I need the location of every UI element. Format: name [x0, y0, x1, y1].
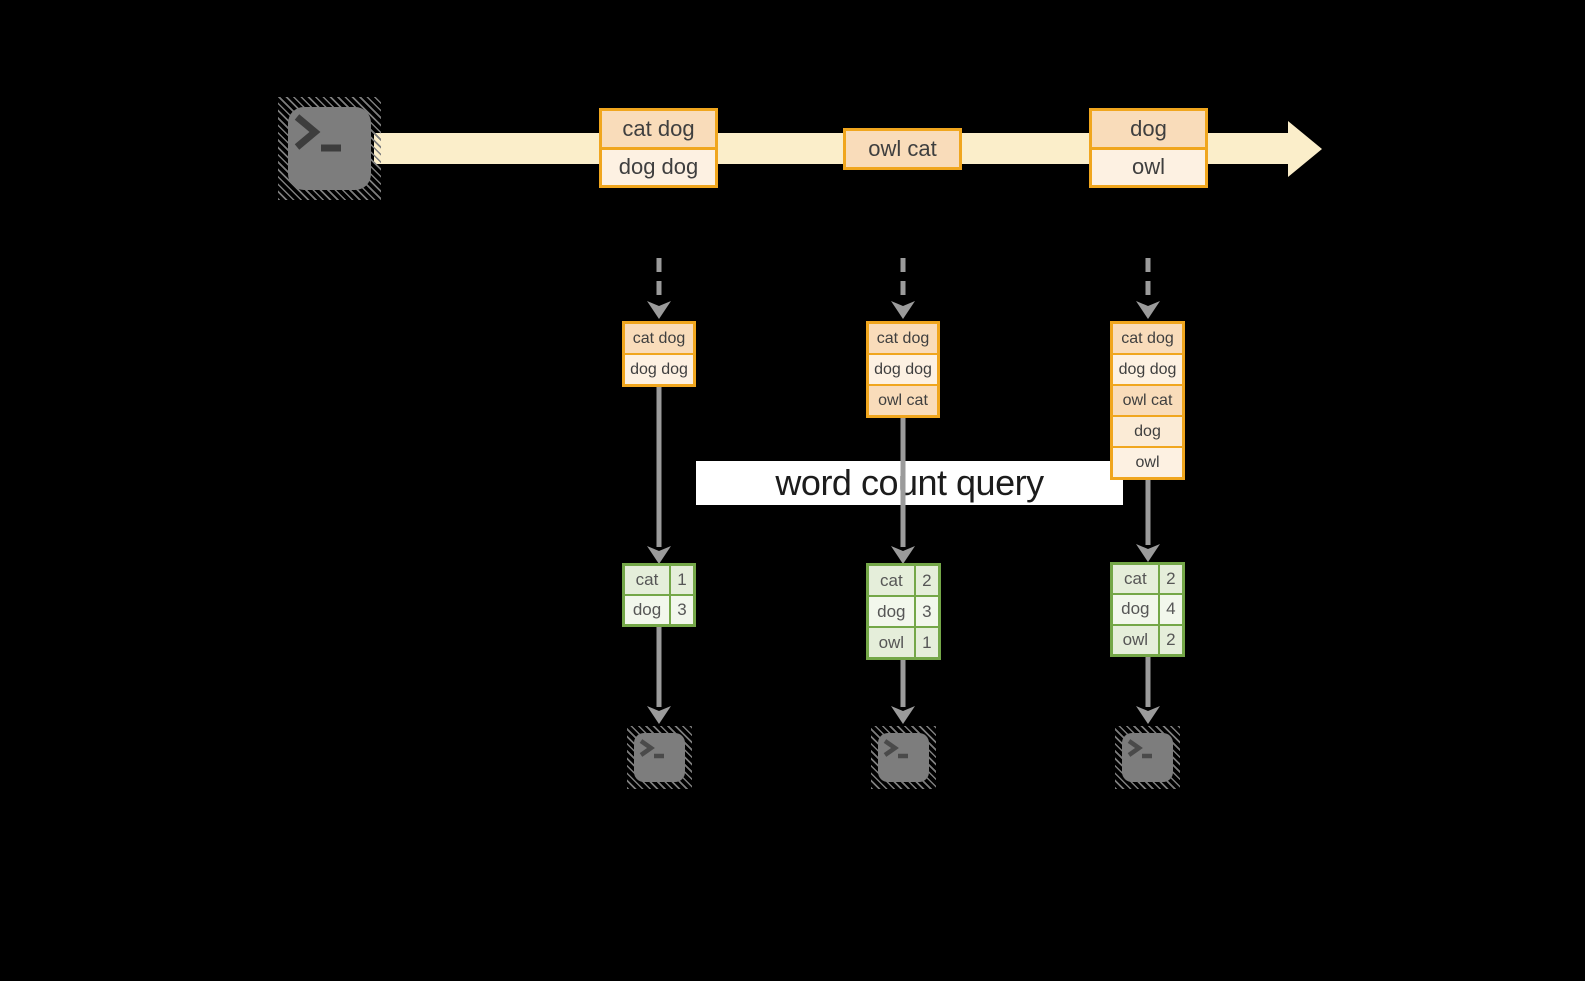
stream-event-cell: owl	[1092, 149, 1205, 185]
stack-cell: owl	[1113, 448, 1182, 477]
stack-cell: dog	[1113, 417, 1182, 446]
word-cell: dog	[869, 597, 914, 626]
stream-event-cell: cat dog	[602, 111, 715, 147]
count-cell: 2	[915, 566, 938, 595]
query-arrow-col3	[1136, 479, 1160, 562]
word-cell: cat	[869, 566, 914, 595]
count-cell: 4	[1159, 595, 1182, 624]
terminal-icon-body	[288, 107, 371, 190]
terminal-prompt-glyph	[294, 114, 341, 152]
stack-cell: cat dog	[625, 324, 693, 353]
word-count-query-banner: word count query	[696, 461, 1123, 505]
table-row: owl 1	[869, 628, 938, 657]
word-cell: cat	[1113, 565, 1158, 594]
terminal-prompt-glyph	[883, 739, 908, 759]
stack-cell: dog dog	[1113, 355, 1182, 384]
stream-event-box-1: cat dog dog dog	[599, 108, 718, 188]
sink-arrow-col2	[891, 660, 915, 724]
stream-event-cell: dog	[1092, 111, 1205, 147]
query-arrow-col1	[647, 386, 671, 564]
count-cell: 2	[1159, 625, 1182, 654]
stream-arrow-head	[1288, 121, 1322, 177]
count-table-col1: cat 1 dog 3	[622, 563, 696, 627]
word-cell: cat	[625, 566, 669, 594]
stream-event-box-2: owl cat	[843, 128, 962, 170]
stream-event-box-3: dog owl	[1089, 108, 1208, 188]
query-arrow-col2	[891, 417, 915, 564]
dashed-arrow-col2	[891, 258, 915, 319]
terminal-prompt-glyph	[1127, 739, 1152, 759]
count-table-col2: cat 2 dog 3 owl 1	[866, 563, 941, 660]
stack-cell: dog dog	[869, 355, 937, 384]
terminal-prompt-glyph	[639, 739, 664, 759]
sink-terminal-icon-col2	[871, 726, 936, 789]
stream-event-cell: dog dog	[602, 149, 715, 185]
count-cell: 3	[915, 597, 938, 626]
event-stack-col2: cat dog dog dog owl cat	[866, 321, 940, 418]
sink-terminal-icon-col1	[627, 726, 692, 789]
terminal-icon-body	[1122, 733, 1173, 782]
source-terminal-icon	[278, 97, 381, 200]
table-row: dog 3	[869, 597, 938, 626]
stack-cell: dog dog	[625, 355, 693, 384]
sink-arrow-col1	[647, 627, 671, 724]
table-row: dog 3	[625, 596, 693, 624]
dashed-arrow-col1	[647, 258, 671, 319]
dashed-arrow-col3	[1136, 258, 1160, 319]
word-cell: dog	[625, 596, 669, 624]
table-row: cat 2	[869, 566, 938, 595]
count-cell: 2	[1159, 565, 1182, 594]
stack-cell: owl cat	[869, 386, 937, 415]
terminal-icon-body	[878, 733, 929, 782]
table-row: dog 4	[1113, 595, 1182, 624]
table-row: owl 2	[1113, 625, 1182, 654]
count-cell: 1	[915, 628, 938, 657]
word-count-query-label: word count query	[775, 462, 1044, 503]
stack-cell: cat dog	[869, 324, 937, 353]
stack-cell: cat dog	[1113, 324, 1182, 353]
table-row: cat 1	[625, 566, 693, 594]
sink-arrow-col3	[1136, 657, 1160, 724]
event-stack-col3: cat dog dog dog owl cat dog owl	[1110, 321, 1185, 480]
word-cell: owl	[869, 628, 914, 657]
sink-terminal-icon-col3	[1115, 726, 1180, 789]
count-cell: 1	[671, 566, 693, 594]
table-row: cat 2	[1113, 565, 1182, 594]
word-cell: dog	[1113, 595, 1158, 624]
terminal-icon-body	[634, 733, 685, 782]
word-cell: owl	[1113, 625, 1158, 654]
count-cell: 3	[671, 596, 693, 624]
stream-event-cell: owl cat	[846, 131, 959, 167]
event-stack-col1: cat dog dog dog	[622, 321, 696, 387]
stack-cell: owl cat	[1113, 386, 1182, 415]
count-table-col3: cat 2 dog 4 owl 2	[1110, 562, 1185, 657]
